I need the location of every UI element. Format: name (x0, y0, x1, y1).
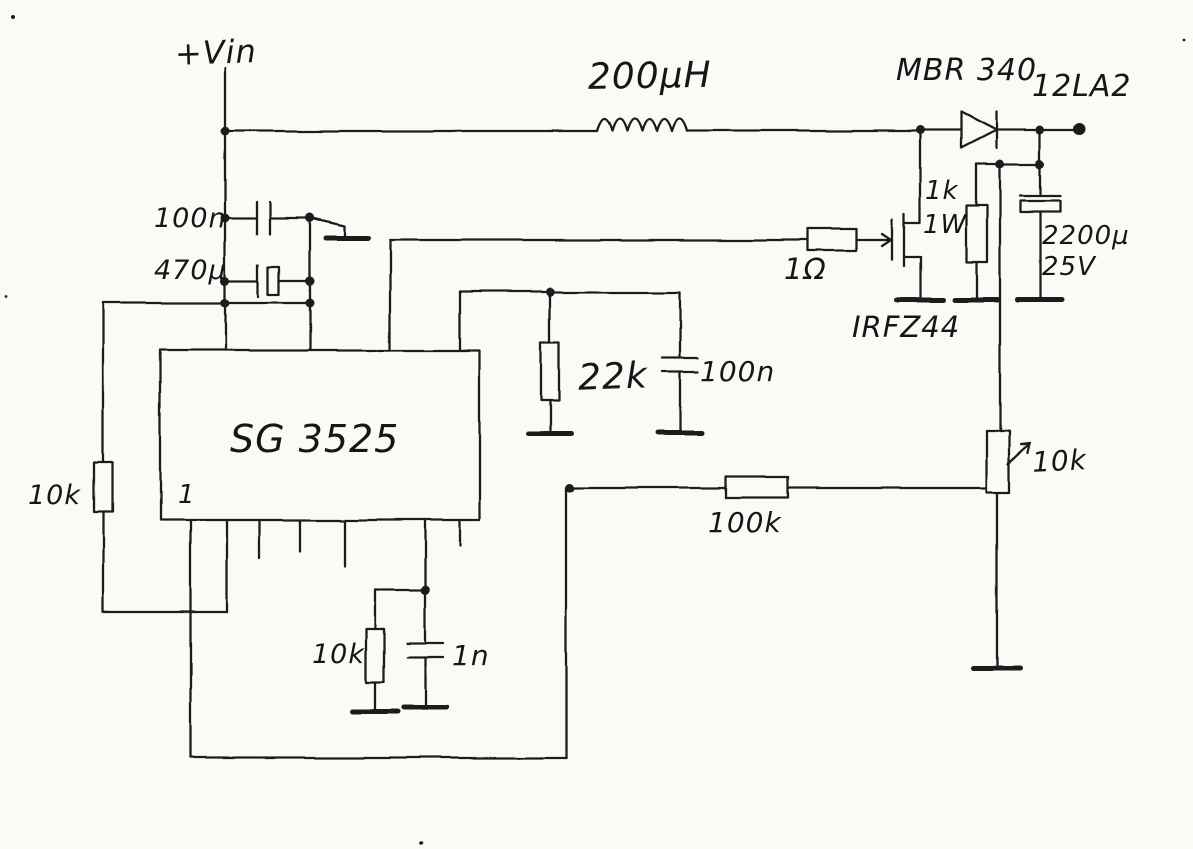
resistor-1k-power-label: 1W (923, 210, 968, 240)
resistor-1k-value-label: 1k (925, 176, 959, 206)
resistor-10k-left-label: 10k (28, 480, 81, 511)
input-cap-100n-symbol (223, 200, 371, 241)
output-cap-value-label: 2200µ (1042, 221, 1130, 251)
paper-speckles (4, 15, 1185, 844)
output-label: 12LA2 (1032, 69, 1132, 104)
mosfet-symbol (890, 129, 946, 303)
resistor-10k-bottom-symbol (350, 518, 427, 715)
cap-100n-label: 100n (700, 355, 775, 388)
ic-sg3525-box (158, 348, 482, 568)
gate-resistor-label: 1Ω (784, 252, 827, 286)
output-terminal (1074, 123, 1086, 135)
gate-resistor-symbol (388, 227, 893, 352)
ic-pin1-label: 1 (178, 480, 196, 510)
diode-label: MBR 340 (896, 53, 1037, 88)
output-cap-voltage-label: 25V (1042, 252, 1097, 282)
inductor-label: 200µH (588, 55, 712, 98)
cap-1n-symbol (400, 588, 450, 711)
feedback-wire (188, 486, 568, 760)
potentiometer-symbol (971, 162, 1032, 671)
diode-symbol (959, 110, 998, 150)
ic-label: SG 3525 (230, 417, 399, 461)
resistor-100k-label: 100k (708, 506, 782, 539)
resistor-22k-symbol (458, 290, 682, 436)
input-cap-470u-label: 470µ (154, 255, 227, 286)
resistor-10k-bottom-label: 10k (312, 639, 365, 670)
labels: +Vin 200µH MBR 340 12LA2 100n 470µ 1Ω 1k… (28, 32, 1132, 672)
resistor-1k-symbol (951, 162, 1042, 303)
top-rail-wire (223, 128, 1080, 133)
inductor-symbol (596, 117, 690, 133)
vin-label: +Vin (174, 32, 257, 73)
cap-1n-label: 1n (452, 639, 490, 672)
resistor-100k-symbol (568, 475, 988, 500)
cap-100n-symbol (655, 290, 705, 436)
resistor-22k-label: 22k (577, 355, 649, 398)
mosfet-label: IRFZ44 (852, 310, 960, 344)
input-cap-100n-label: 100n (154, 203, 227, 234)
resistor-10k-left-symbol (92, 301, 229, 614)
junction-dots (220, 125, 1045, 595)
pot-10k-label: 10k (1031, 443, 1088, 479)
